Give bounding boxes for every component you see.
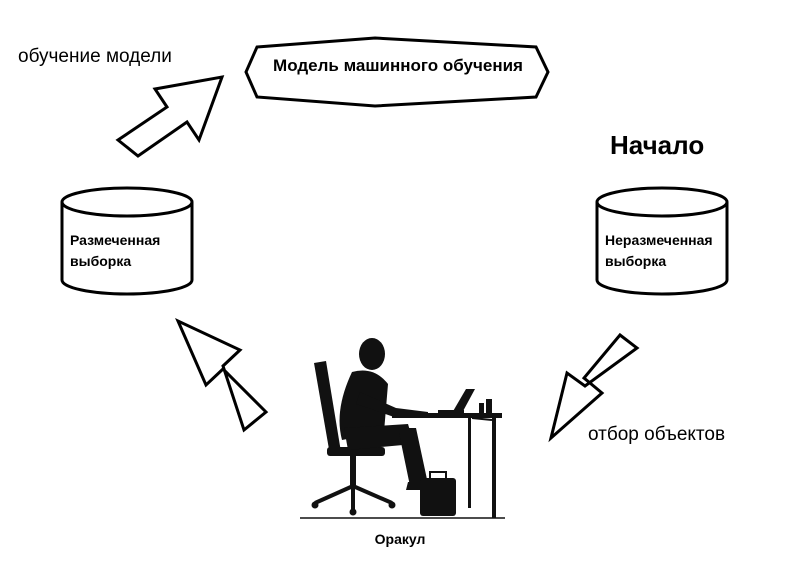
train-step-label: обучение модели: [18, 46, 172, 67]
selection-arrow: [548, 332, 640, 443]
start-label: Начало: [610, 130, 705, 160]
oracle-label: Оракул: [374, 531, 426, 547]
labeled-sample-label-line2: выборка: [70, 253, 132, 269]
unlabeled-sample-cylinder: [595, 186, 729, 296]
person-at-desk-icon: [300, 338, 505, 519]
labeled-sample-label-line1: Размеченная: [70, 232, 161, 248]
model-hexagon: [244, 36, 550, 108]
labeled-sample-label: Размеченная выборка: [70, 230, 190, 272]
select-step-label: отбор объектов: [588, 424, 726, 445]
unlabeled-sample-label: Неразмеченная выборка: [605, 230, 725, 272]
train-arrow: [115, 75, 225, 158]
unlabeled-sample-label-line2: выборка: [605, 253, 667, 269]
unlabeled-sample-label-line1: Неразмеченная: [605, 232, 713, 248]
oracle-to-labeled-arrow: [175, 317, 269, 433]
labeled-sample-cylinder: [60, 186, 194, 296]
model-label: Модель машинного обучения: [273, 56, 523, 75]
